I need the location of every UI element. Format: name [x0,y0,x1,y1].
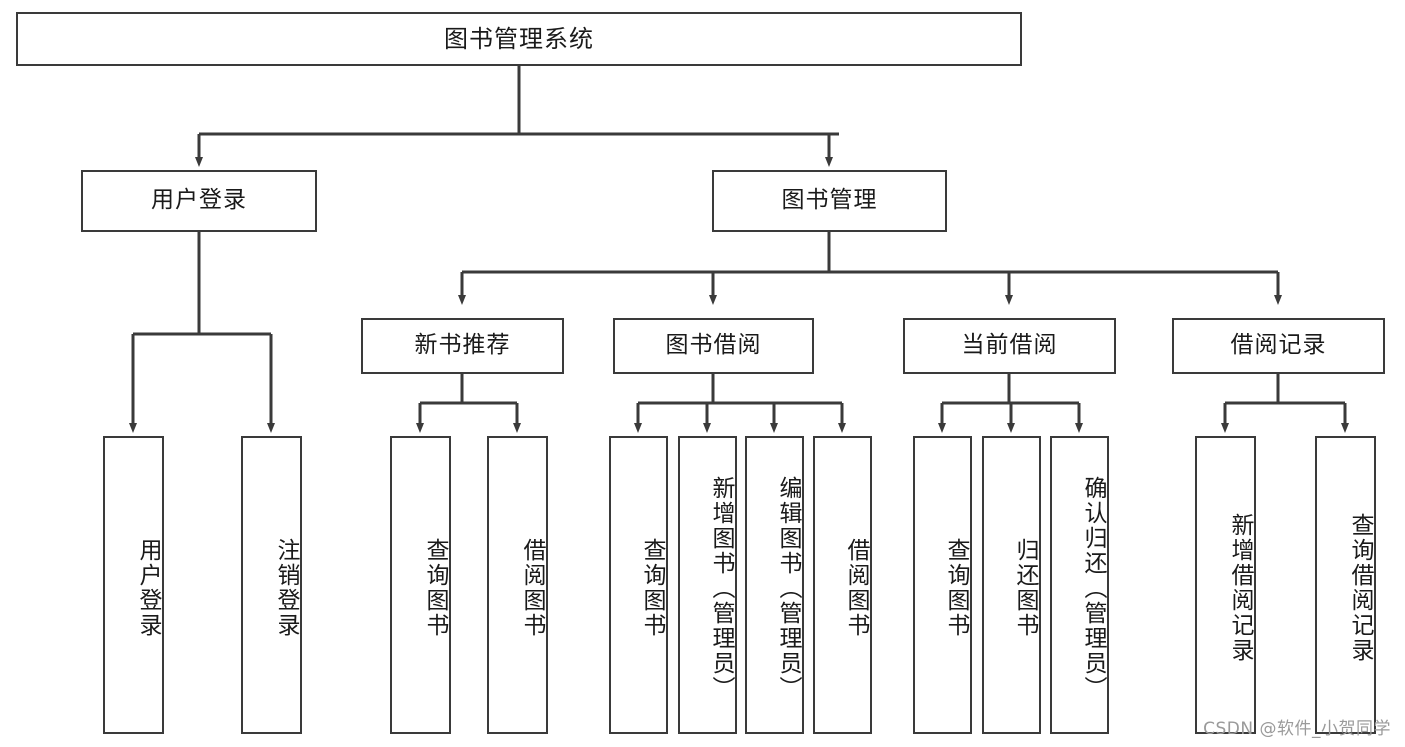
leaf-user-login[interactable]: 用户登录 [103,436,164,734]
node-new-book-recommend[interactable]: 新书推荐 [361,318,564,374]
node-book-management[interactable]: 图书管理 [712,170,947,232]
leaf-record-query[interactable]: 查询借阅记录 [1315,436,1376,734]
leaf-label: 编辑图书（管理员） [775,475,801,701]
leaf-current-query-book[interactable]: 查询图书 [913,436,972,734]
node-book-borrow[interactable]: 图书借阅 [613,318,814,374]
leaf-label: 新增借阅记录 [1227,513,1253,663]
leaf-borrow-query-book[interactable]: 查询图书 [609,436,668,734]
leaf-label: 查询图书 [422,538,448,638]
leaf-borrow-add-book[interactable]: 新增图书（管理员） [678,436,737,734]
leaf-label: 查询图书 [943,538,969,638]
leaf-logout[interactable]: 注销登录 [241,436,302,734]
node-current-borrow[interactable]: 当前借阅 [903,318,1116,374]
node-user-login[interactable]: 用户登录 [81,170,317,232]
leaf-label: 借阅图书 [519,538,545,638]
node-root-system[interactable]: 图书管理系统 [16,12,1022,66]
node-borrow-records[interactable]: 借阅记录 [1172,318,1385,374]
leaf-current-confirm-return[interactable]: 确认归还（管理员） [1050,436,1109,734]
leaf-borrow-borrow-book[interactable]: 借阅图书 [813,436,872,734]
leaf-label: 查询图书 [639,538,665,638]
leaf-label: 用户登录 [135,538,161,638]
leaf-new-book-borrow[interactable]: 借阅图书 [487,436,548,734]
leaf-label: 查询借阅记录 [1347,513,1373,663]
leaf-new-book-query[interactable]: 查询图书 [390,436,451,734]
leaf-record-add[interactable]: 新增借阅记录 [1195,436,1256,734]
leaf-borrow-edit-book[interactable]: 编辑图书（管理员） [745,436,804,734]
leaf-label: 新增图书（管理员） [708,475,734,701]
leaf-label: 确认归还（管理员） [1080,475,1106,701]
leaf-label: 归还图书 [1012,538,1038,638]
csdn-watermark: CSDN @软件_小贺同学 [1203,719,1391,739]
leaf-current-return-book[interactable]: 归还图书 [982,436,1041,734]
leaf-label: 注销登录 [273,538,299,638]
leaf-label: 借阅图书 [843,538,869,638]
